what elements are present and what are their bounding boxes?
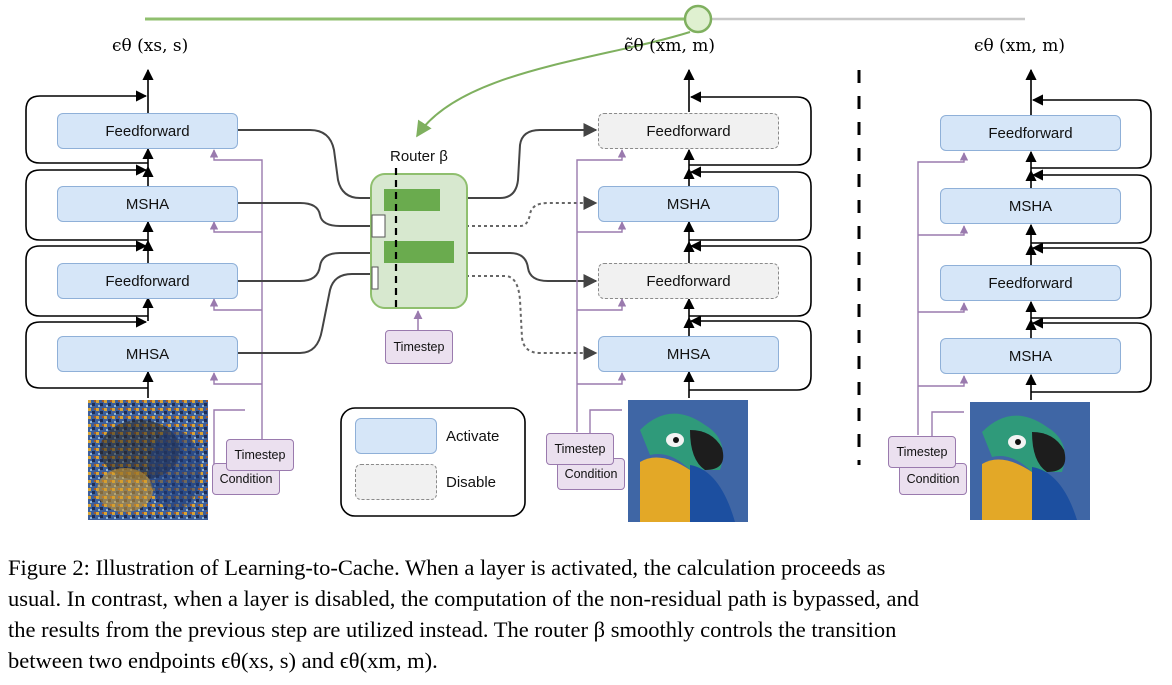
figure: ϵθ (xs, s) ϵ̃θ (xm, m) ϵθ (xm, m) Feedfo… [25, 4, 1152, 522]
figure-diagram [25, 4, 1152, 522]
middle-layer-2-active: MSHA [598, 186, 779, 222]
middle-timestep-box: Timestep [546, 433, 614, 465]
output-left-label: ϵθ (xs, s) [112, 36, 189, 56]
right-layer-4: MSHA [940, 338, 1121, 374]
left-layer-1: Feedforward [57, 113, 238, 149]
middle-column [576, 68, 812, 455]
legend-activate-swatch [355, 418, 437, 454]
right-layer-1: Feedforward [940, 115, 1121, 151]
router-bar-2 [371, 214, 386, 238]
output-middle-label: ϵ̃θ (xm, m) [624, 36, 716, 56]
middle-layer-4-active: MHSA [598, 336, 779, 372]
slider-knob [683, 4, 713, 34]
caption-line-3: the results from the previous step are u… [8, 617, 897, 642]
left-column [25, 68, 263, 466]
caption-line-2: usual. In contrast, when a layer is disa… [8, 586, 920, 611]
right-layer-2: MSHA [940, 188, 1121, 224]
figure-caption: Figure 2: Illustration of Learning-to-Ca… [8, 552, 1168, 676]
clean-parrot-image-right [970, 402, 1090, 520]
left-layer-4: MHSA [57, 336, 238, 372]
left-layer-2: MSHA [57, 186, 238, 222]
legend-activate-label: Activate [446, 428, 500, 445]
noisy-parrot-image [88, 400, 208, 520]
router-bar-1 [384, 189, 440, 211]
middle-layer-3-disabled: Feedforward [598, 263, 779, 299]
left-timestep-box: Timestep [226, 439, 294, 471]
output-right-label: ϵθ (xm, m) [974, 36, 1066, 56]
router-bar-3 [384, 241, 454, 263]
router-connections [238, 123, 598, 360]
right-layer-3: Feedforward [940, 265, 1121, 301]
caption-line-4: between two endpoints ϵθ(xs, s) and ϵθ(x… [8, 648, 438, 673]
caption-line-1: Figure 2: Illustration of Learning-to-Ca… [8, 555, 886, 580]
right-condition-box: Condition [899, 463, 967, 495]
router-label: Router β [390, 148, 448, 165]
router [370, 168, 468, 312]
router-timestep-box: Timestep [385, 330, 453, 364]
clean-parrot-image-middle [628, 400, 748, 522]
middle-layer-1-disabled: Feedforward [598, 113, 779, 149]
right-timestep-box: Timestep [888, 436, 956, 468]
legend-disable-label: Disable [446, 474, 497, 491]
router-pointer-arrow [416, 31, 691, 138]
legend-disable-swatch [355, 464, 437, 500]
router-bar-4 [371, 266, 379, 290]
left-layer-3: Feedforward [57, 263, 238, 299]
